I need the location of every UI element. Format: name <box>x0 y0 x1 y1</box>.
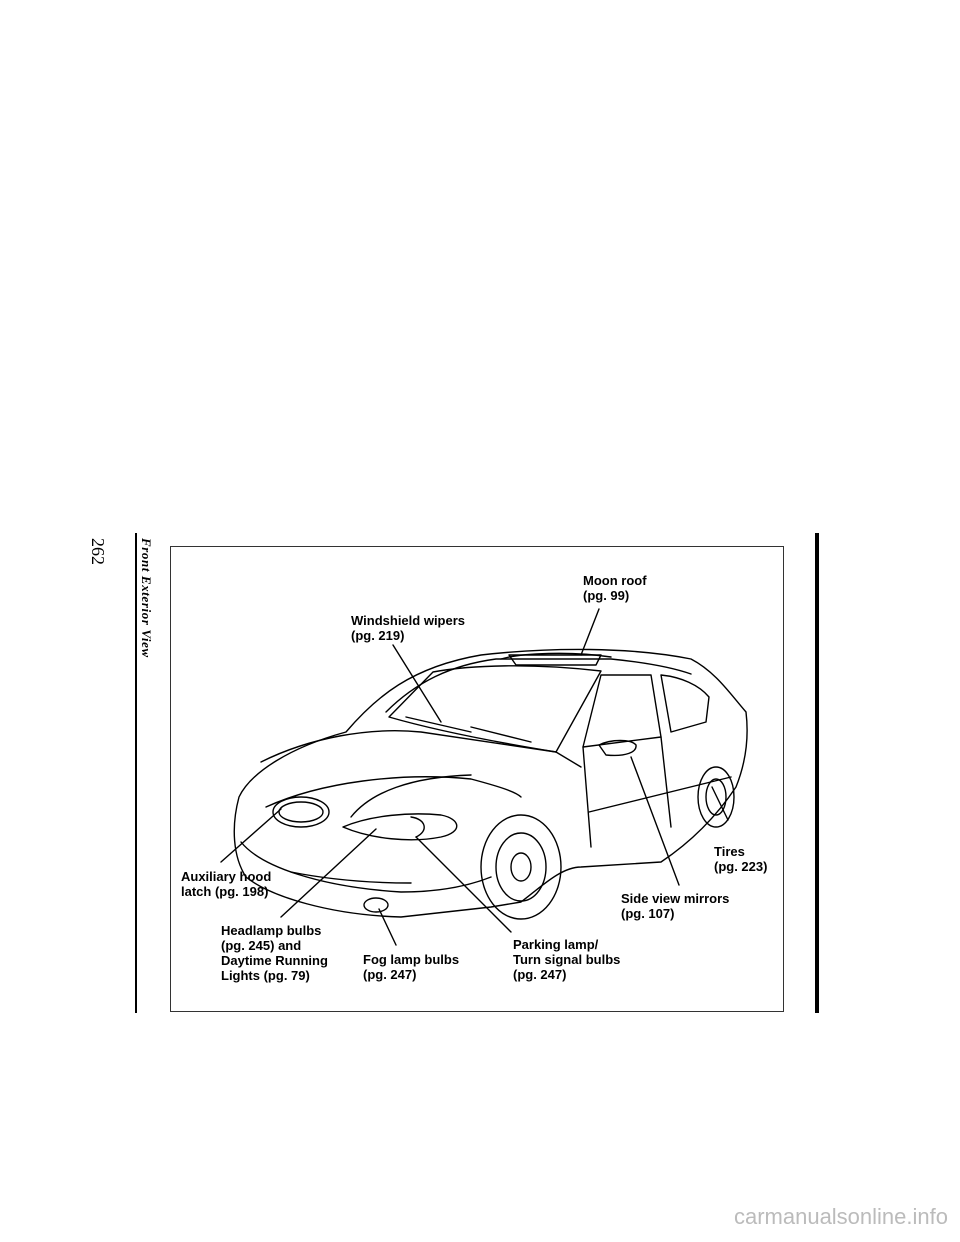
watermark: carmanualsonline.info <box>733 1204 948 1229</box>
car-illustration <box>220 608 748 946</box>
callout-auxiliary-hood-latch: Auxiliary hood latch (pg. 198) <box>181 869 272 899</box>
right-margin-rule <box>815 533 819 1013</box>
callout-moon-roof: Moon roof (pg. 99) <box>583 573 647 603</box>
callout-windshield-wipers: Windshield wipers (pg. 219) <box>351 613 466 643</box>
callout-parking-lamp: Parking lamp/ Turn signal bulbs (pg. 247… <box>513 937 621 982</box>
car-exterior-figure: Moon roof (pg. 99) Windshield wipers (pg… <box>170 546 784 1012</box>
callout-headlamp-bulbs: Headlamp bulbs (pg. 245) and Daytime Run… <box>221 923 328 983</box>
left-margin-rule <box>135 533 137 1013</box>
callout-tires: Tires (pg. 223) <box>714 844 768 874</box>
callout-fog-lamp-bulbs: Fog lamp bulbs (pg. 247) <box>363 952 460 982</box>
section-title: Front Exterior View <box>139 538 154 658</box>
callout-side-view-mirrors: Side view mirrors (pg. 107) <box>621 891 730 921</box>
page-number: 262 <box>88 538 108 565</box>
